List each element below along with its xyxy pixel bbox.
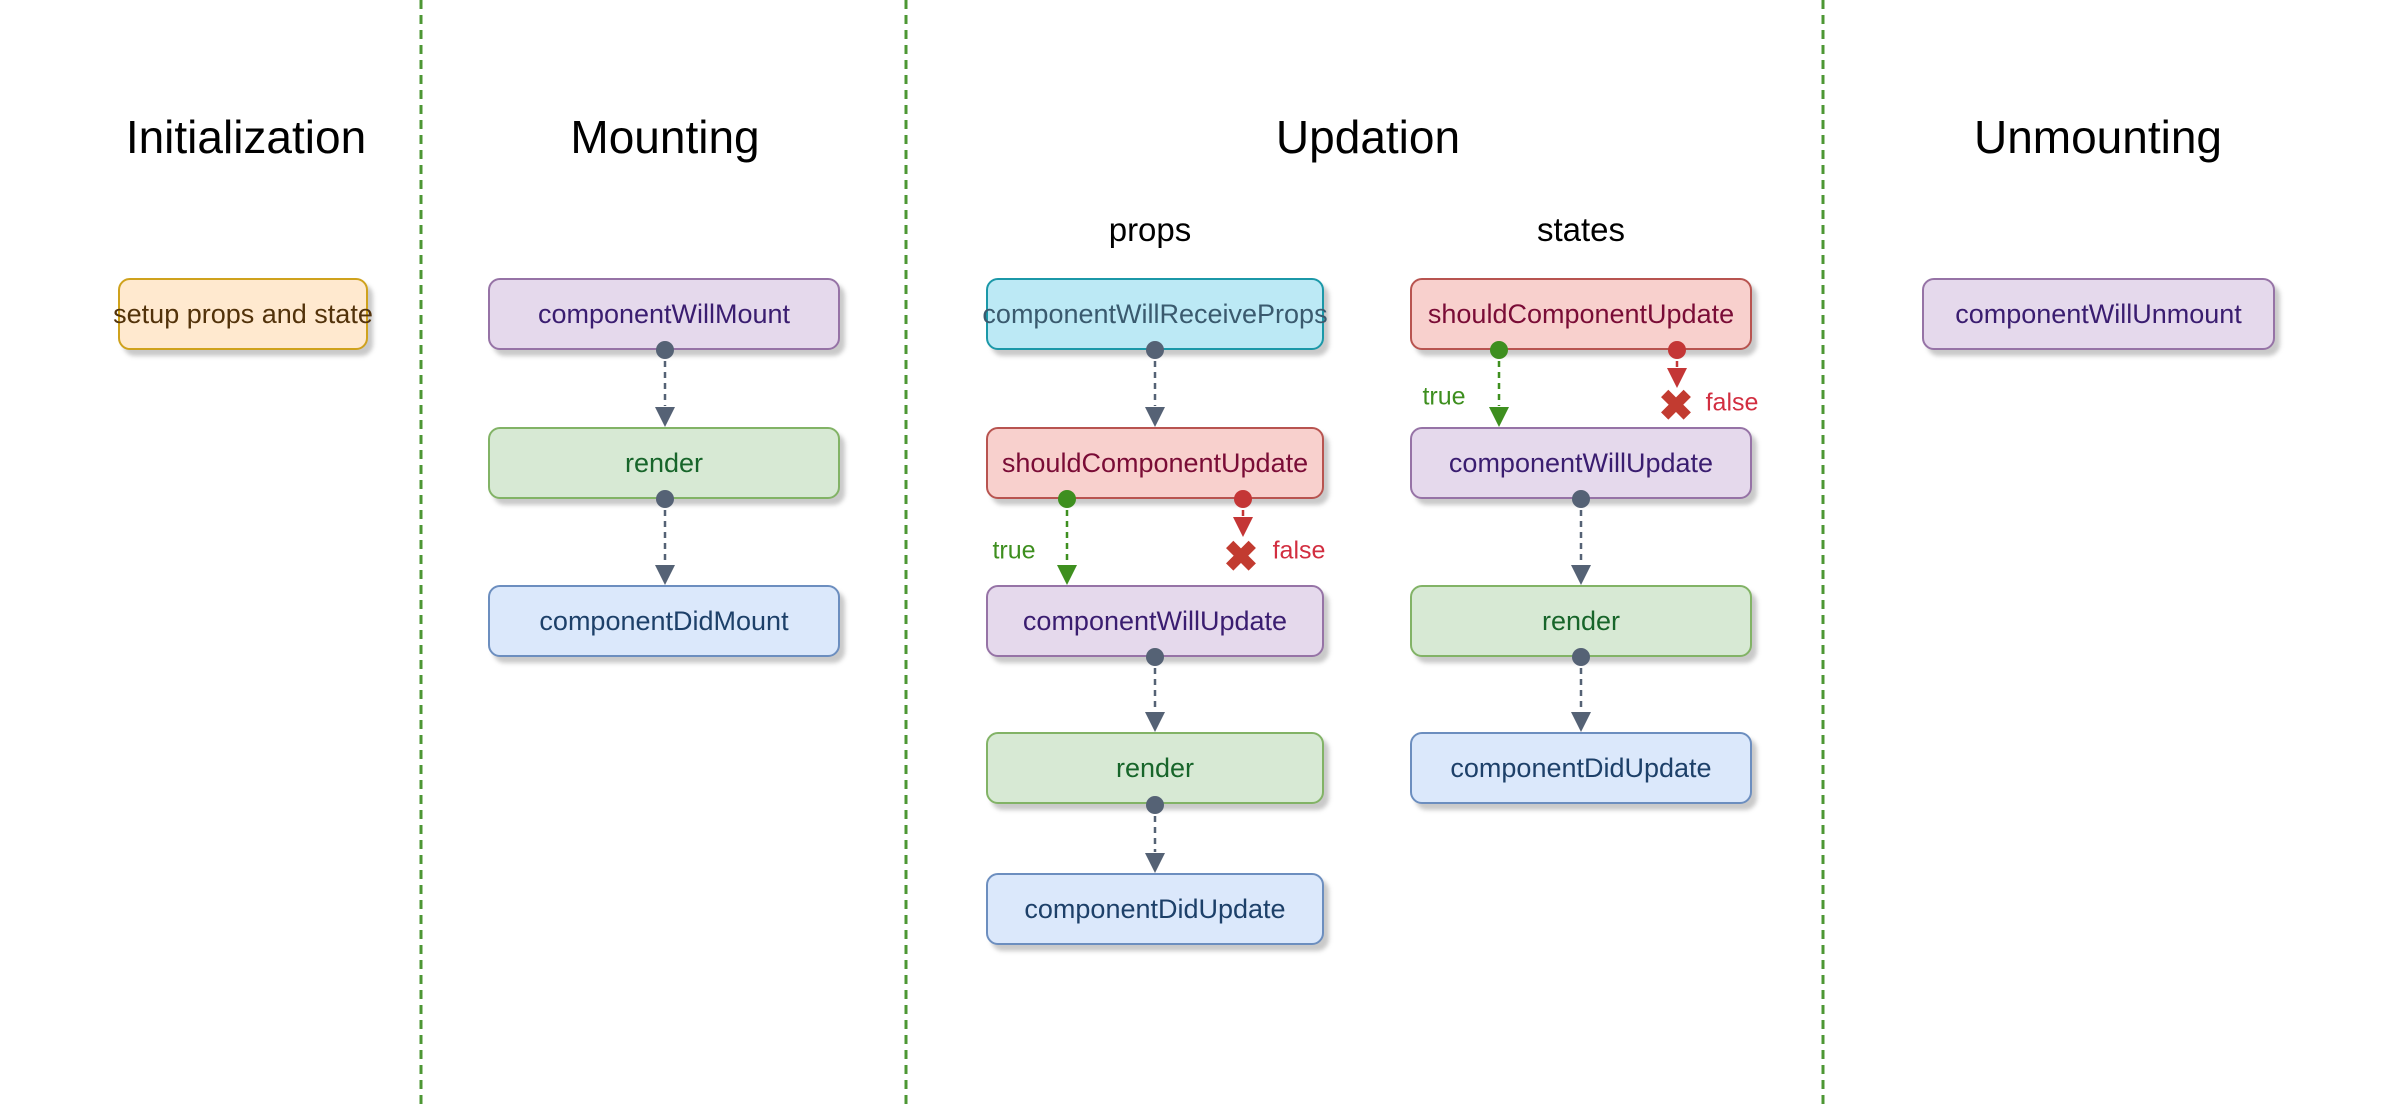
subsection-title-props: props (1108, 211, 1192, 248)
branch-label-false-props: false (1272, 536, 1326, 565)
section-title-initialization: Initialization (125, 111, 367, 163)
section-title-unmounting: Unmounting (1973, 111, 2223, 163)
reject-x-icon: ✖ (1658, 382, 1694, 429)
node-component-did-update-states: componentDidUpdate (1410, 732, 1752, 804)
node-component-will-mount: componentWillMount (488, 278, 840, 350)
branch-label-true-states: true (1422, 382, 1466, 411)
node-render-mounting: render (488, 427, 840, 499)
node-component-did-mount: componentDidMount (488, 585, 840, 657)
node-should-component-update-props: shouldComponentUpdate (986, 427, 1324, 499)
subsection-title-states: states (1536, 211, 1626, 248)
branch-label-true-props: true (992, 536, 1036, 565)
node-component-will-receive-props: componentWillReceiveProps (982, 278, 1328, 350)
section-title-updation: Updation (1275, 111, 1461, 163)
node-component-will-unmount: componentWillUnmount (1922, 278, 2275, 350)
node-setup-props-and-state: setup props and state (113, 278, 373, 350)
node-should-component-update-states: shouldComponentUpdate (1410, 278, 1752, 350)
node-component-did-update-props: componentDidUpdate (986, 873, 1324, 945)
node-render-props: render (986, 732, 1324, 804)
node-component-will-update-props: componentWillUpdate (986, 585, 1324, 657)
node-render-states: render (1410, 585, 1752, 657)
reject-x-icon: ✖ (1223, 533, 1259, 580)
node-component-will-update-states: componentWillUpdate (1410, 427, 1752, 499)
section-title-mounting: Mounting (570, 111, 760, 163)
branch-label-false-states: false (1705, 388, 1759, 417)
